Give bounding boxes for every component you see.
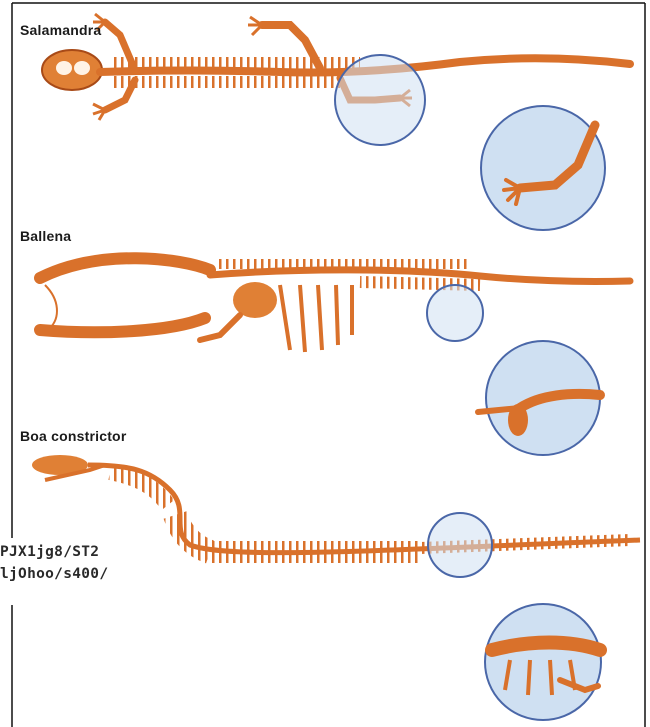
url-line-2: ljOhoo/s400/	[0, 566, 108, 582]
label-whale: Ballena	[20, 228, 71, 244]
url-line-1: PJX1jg8/ST2	[0, 544, 99, 560]
salamander-zoom-circle	[481, 106, 605, 230]
label-salamander: Salamandra	[20, 22, 101, 38]
label-boa: Boa constrictor	[20, 428, 126, 444]
whale-zoom-circle	[478, 341, 600, 455]
whale-pelvis-highlight	[427, 285, 483, 341]
boa-vestigial-highlight	[428, 513, 492, 577]
boa-zoom-circle	[485, 604, 601, 720]
whale-skeleton	[40, 258, 630, 352]
salamander-limb-highlight	[335, 55, 425, 145]
url-overlay: PJX1jg8/ST2 ljOhoo/s400/	[0, 538, 172, 600]
